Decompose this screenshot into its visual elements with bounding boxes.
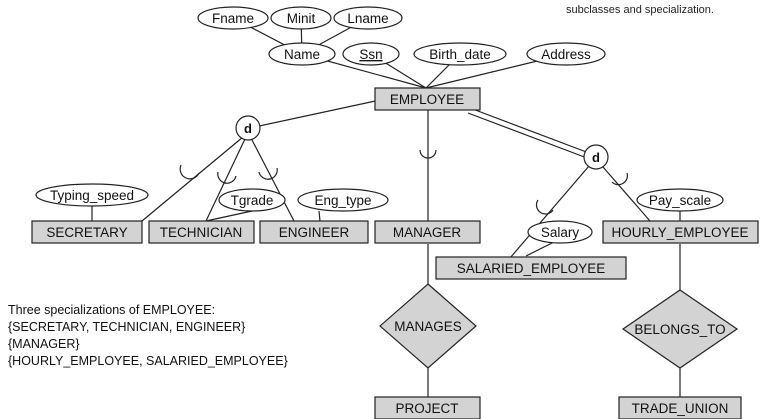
svg-text:SECRETARY: SECRETARY (46, 225, 127, 240)
svg-text:Pay_scale: Pay_scale (649, 193, 711, 208)
svg-text:Minit: Minit (287, 11, 316, 26)
svg-text:SALARIED_EMPLOYEE: SALARIED_EMPLOYEE (457, 261, 606, 276)
entity-project: PROJECT (374, 396, 481, 419)
svg-text:Name: Name (284, 47, 320, 62)
svg-text:ENGINEER: ENGINEER (279, 225, 350, 240)
svg-text:d: d (592, 150, 600, 165)
connector-lines (91, 17, 681, 397)
note-line: Three specializations of EMPLOYEE: (8, 303, 216, 317)
attribute-typing-speed: Typing_speed (35, 183, 149, 207)
entity-engineer: ENGINEER (259, 220, 369, 244)
note-line: {SECRETARY, TECHNICIAN, ENGINEER} (8, 320, 246, 334)
relationship-belongs-to: BELONGS_TO (621, 289, 739, 369)
svg-text:PROJECT: PROJECT (395, 401, 458, 416)
svg-text:BELONGS_TO: BELONGS_TO (634, 322, 725, 337)
svg-text:MANAGER: MANAGER (393, 225, 462, 240)
attribute-ssn: Ssn (342, 42, 400, 66)
svg-text:Typing_speed: Typing_speed (50, 188, 134, 203)
svg-text:d: d (244, 121, 252, 136)
svg-text:Lname: Lname (347, 11, 388, 26)
attribute-name: Name (268, 42, 336, 66)
disjoint-circle-left: d (235, 115, 261, 141)
attribute-birth-date: Birth_date (413, 42, 507, 66)
svg-text:Birth_date: Birth_date (429, 47, 491, 62)
disjoint-circle-right: d (583, 144, 609, 170)
attribute-eng-type: Eng_type (297, 188, 389, 212)
attribute-salary: Salary (527, 220, 593, 244)
svg-text:MANAGES: MANAGES (394, 319, 462, 334)
attribute-minit: Minit (270, 6, 332, 30)
entity-technician: TECHNICIAN (148, 220, 255, 244)
svg-text:TRADE_UNION: TRADE_UNION (632, 401, 729, 416)
relationship-manages: MANAGES (379, 283, 477, 369)
svg-text:Fname: Fname (212, 11, 254, 26)
svg-text:Salary: Salary (541, 225, 580, 240)
entity-manager: MANAGER (374, 220, 481, 244)
entity-employee: EMPLOYEE (374, 87, 481, 111)
attribute-address: Address (526, 42, 606, 66)
svg-text:Tgrade: Tgrade (231, 193, 274, 208)
note-line: {MANAGER} (8, 337, 80, 351)
attribute-fname: Fname (197, 6, 269, 30)
svg-text:Ssn: Ssn (359, 47, 382, 62)
attribute-pay-scale: Pay_scale (636, 188, 724, 212)
svg-text:Address: Address (541, 47, 591, 62)
svg-text:TECHNICIAN: TECHNICIAN (160, 225, 243, 240)
figure-caption: subclasses and specialization. (566, 4, 714, 16)
svg-text:HOURLY_EMPLOYEE: HOURLY_EMPLOYEE (611, 225, 748, 240)
entity-trade-union: TRADE_UNION (618, 396, 742, 419)
note-line: {HOURLY_EMPLOYEE, SALARIED_EMPLOYEE} (8, 354, 288, 368)
specializations-note: Three specializations of EMPLOYEE: {SECR… (8, 302, 408, 370)
entity-hourly-employee: HOURLY_EMPLOYEE (602, 220, 759, 244)
svg-text:Eng_type: Eng_type (314, 193, 371, 208)
attribute-lname: Lname (333, 6, 403, 30)
entity-salaried-employee: SALARIED_EMPLOYEE (435, 256, 627, 280)
attribute-tgrade: Tgrade (218, 188, 286, 212)
entity-secretary: SECRETARY (31, 220, 143, 244)
svg-text:EMPLOYEE: EMPLOYEE (390, 92, 464, 107)
